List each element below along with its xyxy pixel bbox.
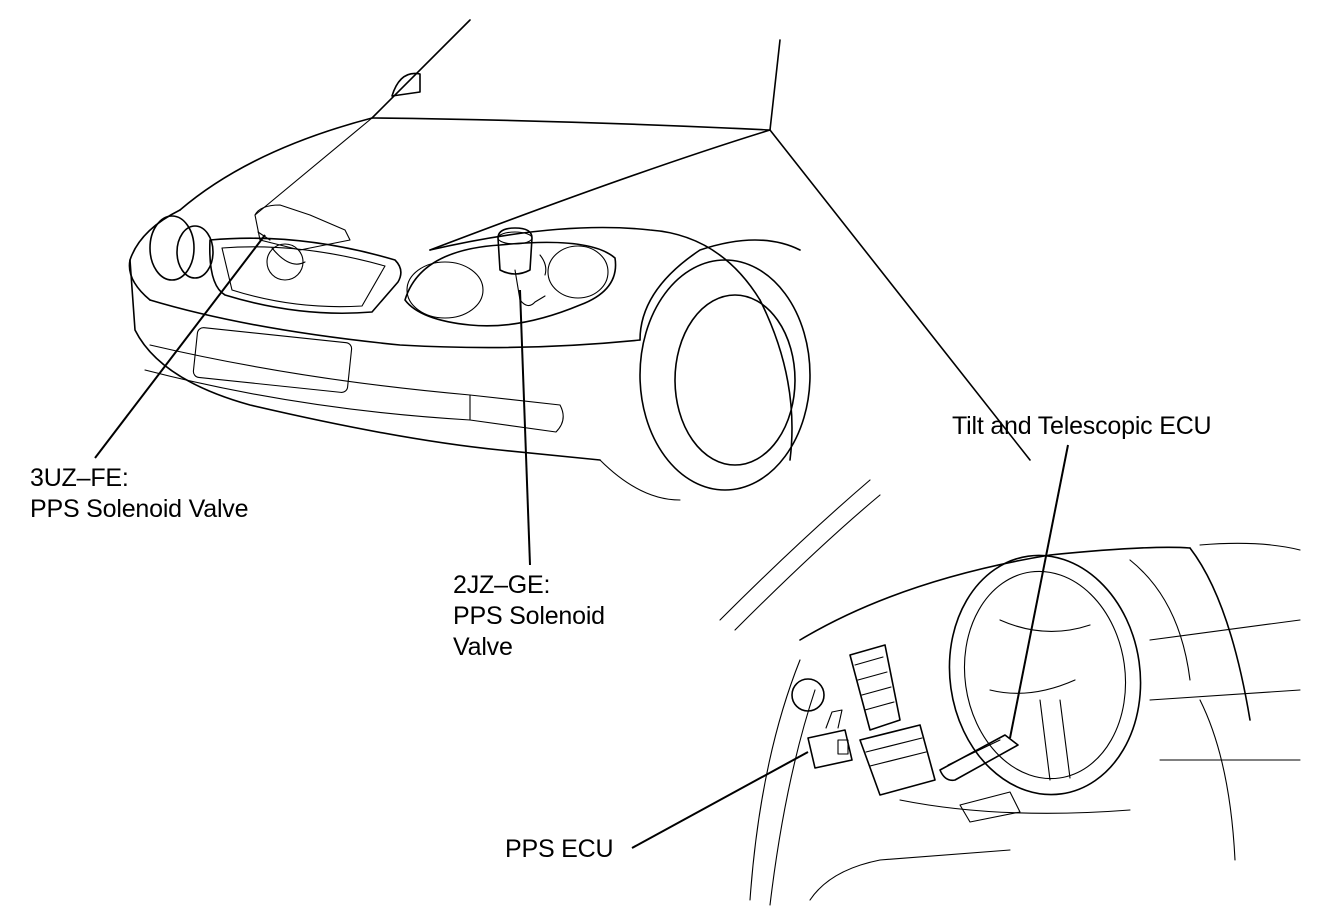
callout-2jz-part-label-line1: PPS Solenoid <box>453 602 605 630</box>
callout-3uz-engine-label: 3UZ–FE: <box>30 464 129 492</box>
dashboard-illustration <box>719 479 1301 906</box>
tilt-telescopic-ecu-label: Tilt and Telescopic ECU <box>952 412 1212 440</box>
callout-3uz-part-label: PPS Solenoid Valve <box>30 495 249 523</box>
car-front-illustration <box>128 19 1031 501</box>
callout-pps-ecu: PPS ECU <box>505 834 614 865</box>
pps-ecu-label: PPS ECU <box>505 835 614 863</box>
callout-2jz-part-label-line2: Valve <box>453 633 513 661</box>
callout-3uz-solenoid-valve: 3UZ–FE: PPS Solenoid Valve <box>30 463 249 525</box>
leader-pps-ecu <box>631 751 809 849</box>
callout-tilt-telescopic-ecu: Tilt and Telescopic ECU <box>952 411 1212 442</box>
leader-tilt-ecu <box>1009 444 1069 739</box>
callout-2jz-engine-label: 2JZ–GE: <box>453 571 551 599</box>
callout-2jz-solenoid-valve: 2JZ–GE: PPS Solenoid Valve <box>453 570 605 663</box>
leader-3uz-solenoid <box>94 234 266 459</box>
leader-2jz-solenoid <box>519 289 531 566</box>
